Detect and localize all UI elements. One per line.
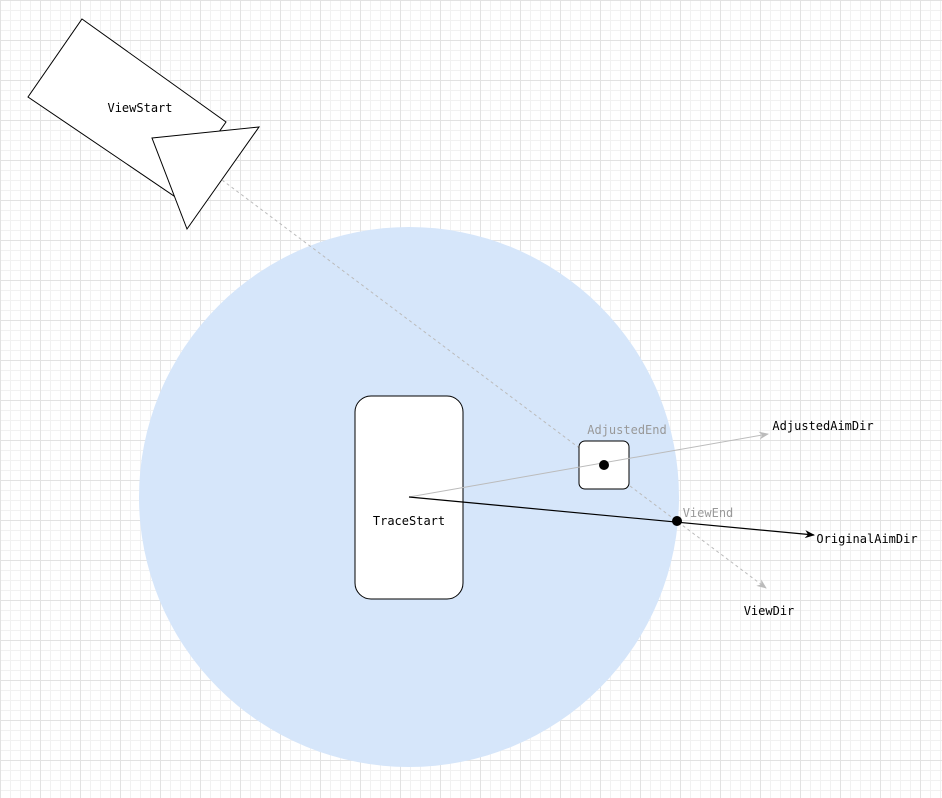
view-end-point	[672, 516, 682, 526]
original-aim-line	[408, 496, 815, 539]
view-end-label: ViewEnd	[683, 506, 734, 520]
trace-start-label: TraceStart	[373, 514, 445, 528]
adjusted-end-point	[599, 460, 609, 470]
original-aim-dir-label: OriginalAimDir	[816, 532, 917, 546]
view-dir-label: ViewDir	[744, 604, 795, 618]
view-start-label: ViewStart	[107, 101, 172, 115]
adjusted-aim-dir-label: AdjustedAimDir	[772, 419, 873, 433]
adjusted-aim-line	[408, 431, 769, 498]
camera-lens	[151, 126, 261, 231]
adjusted-end-label: AdjustedEnd	[587, 423, 666, 437]
